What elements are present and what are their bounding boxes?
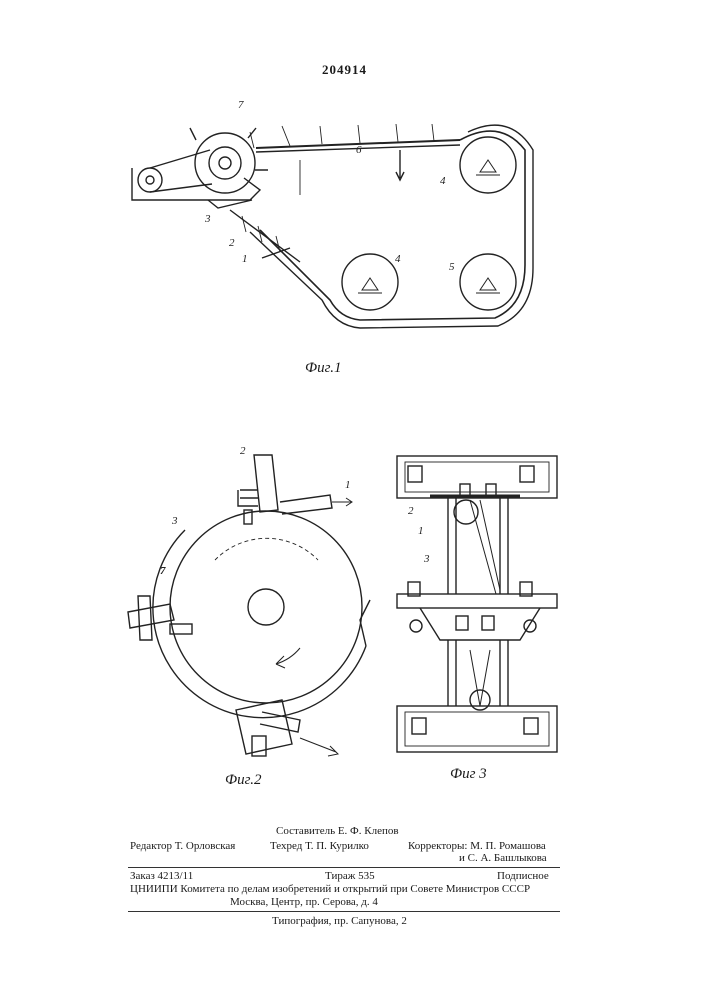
- printer-divider: [128, 911, 560, 912]
- figure-1-caption: Фиг.1: [305, 360, 341, 377]
- fig3-label-1: 1: [418, 525, 424, 537]
- credits-divider: [128, 867, 560, 868]
- fig1-label-4a: 4: [440, 175, 446, 187]
- fig3-label-2: 2: [408, 505, 414, 517]
- fig1-label-2: 2: [229, 237, 235, 249]
- figure-1-drawing: [132, 124, 533, 328]
- figure-3-drawing: [397, 456, 557, 752]
- fig1-label-3: 3: [204, 213, 211, 225]
- fig2-label-7: 7: [160, 565, 166, 577]
- printer-line: Типография, пр. Сапунова, 2: [272, 915, 407, 928]
- fig2-label-3: 3: [171, 515, 178, 527]
- publisher-organization: ЦНИИПИ Комитета по делам изобретений и о…: [130, 883, 530, 896]
- figure-3-caption: Фиг 3: [450, 766, 487, 783]
- fig1-label-7: 7: [238, 99, 244, 111]
- figure-2-drawing: [128, 455, 370, 756]
- figure-2-caption: Фиг.2: [225, 772, 261, 789]
- fig2-label-2: 2: [240, 445, 246, 457]
- fig2-label-1: 1: [345, 479, 351, 491]
- correctors-line-2: и С. А. Башлыкова: [459, 852, 547, 865]
- fig1-label-1: 1: [242, 253, 248, 265]
- editor-line: Редактор Т. Орловская: [130, 840, 235, 853]
- compiler-line: Составитель Е. Ф. Клепов: [276, 825, 399, 838]
- subscription-note: Подписное: [497, 870, 549, 883]
- publisher-address: Москва, Центр, пр. Серова, д. 4: [230, 896, 378, 909]
- order-number: Заказ 4213/11: [130, 870, 193, 883]
- fig1-label-5: 5: [449, 261, 455, 273]
- fig3-label-3: 3: [423, 553, 430, 565]
- fig1-label-4b: 4: [395, 253, 401, 265]
- techred-line: Техред Т. П. Курилко: [270, 840, 369, 853]
- fig1-label-6: 6: [356, 144, 362, 156]
- circulation: Тираж 535: [325, 870, 375, 883]
